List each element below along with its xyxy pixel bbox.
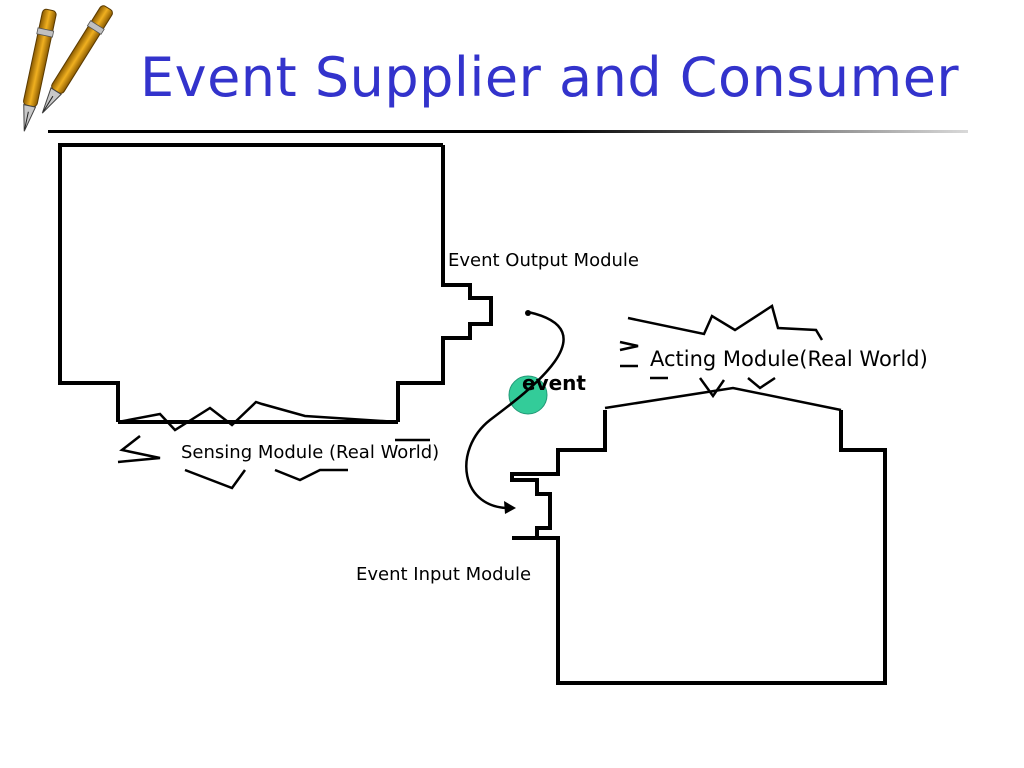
event-marker — [508, 375, 548, 415]
consumer-block — [510, 410, 887, 685]
event-arrow — [465, 310, 565, 510]
supplier-block-right — [396, 145, 493, 422]
sensing-module-label: Sensing Module (Real World) — [181, 442, 440, 463]
event-label: event — [522, 371, 586, 395]
title-underline — [48, 130, 968, 133]
event-output-module-label: Event Output Module — [448, 250, 639, 271]
acting-burst — [604, 304, 842, 412]
slide-title: Event Supplier and Consumer — [140, 46, 960, 109]
sensing-burst — [117, 400, 430, 490]
event-arrowhead — [504, 501, 516, 514]
event-input-module-label: Event Input Module — [356, 564, 532, 585]
pens-icon — [23, 5, 113, 132]
acting-module-label: Acting Module(Real World) — [650, 347, 928, 371]
supplier-block — [58, 143, 443, 422]
